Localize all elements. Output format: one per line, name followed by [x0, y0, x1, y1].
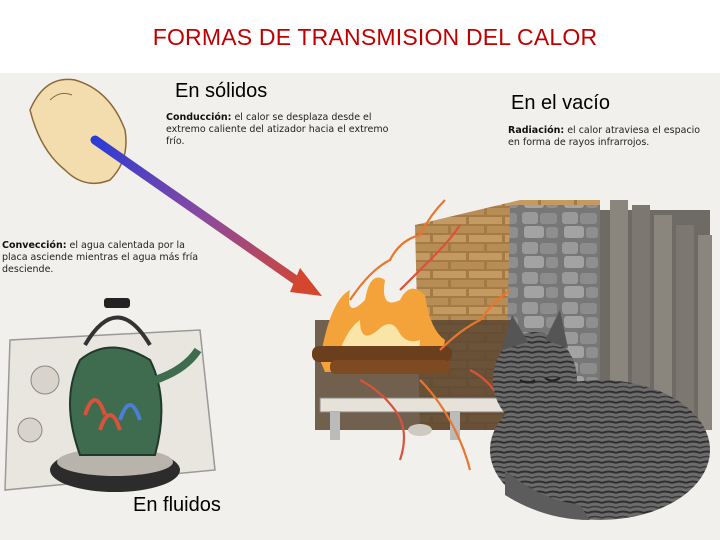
caption-convection-term: Convección: [2, 240, 67, 251]
hand-icon [30, 79, 126, 183]
label-vacuum: En el vacío [511, 92, 610, 115]
caption-radiation: Radiación: el calor atraviesa el espacio… [508, 125, 708, 149]
caption-radiation-term: Radiación: [508, 125, 564, 136]
label-fluids: En fluidos [133, 494, 221, 517]
caption-convection: Convección: el agua calentada por la pla… [2, 240, 202, 276]
caption-conduction: Conducción: el calor se desplaza desde e… [166, 112, 406, 148]
label-solids: En sólidos [175, 80, 267, 103]
caption-conduction-term: Conducción: [166, 112, 231, 123]
